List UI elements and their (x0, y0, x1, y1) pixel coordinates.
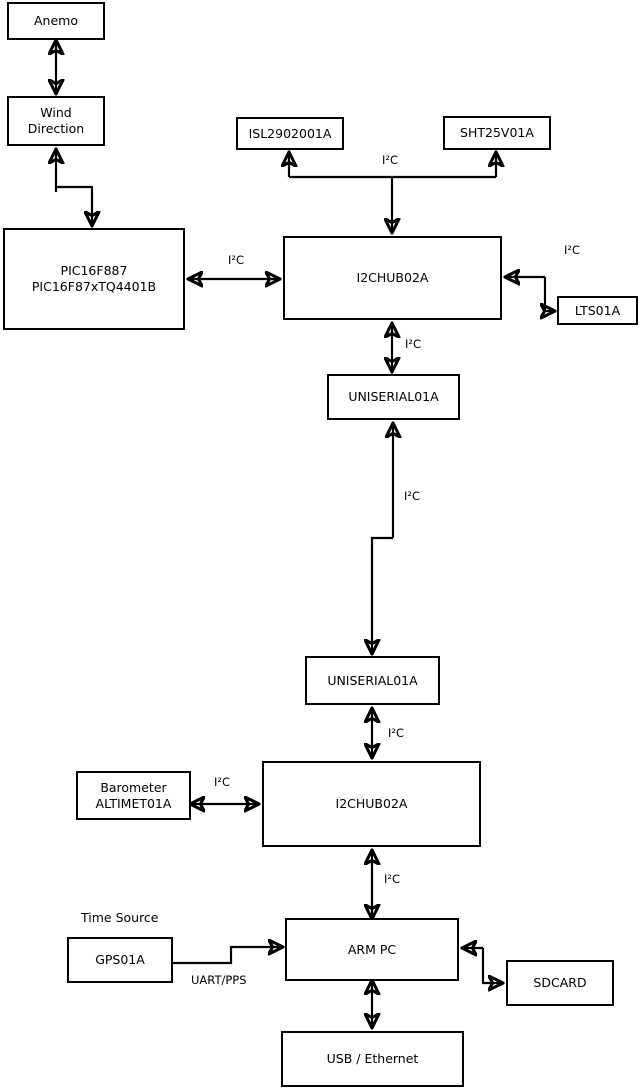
connector-hubtop-lts-body (545, 277, 553, 311)
node-barometer-altimet01a[interactable]: Barometer ALTIMET01A (76, 771, 191, 820)
connector-armpc-sdcard-body (481, 948, 501, 983)
node-lts01a[interactable]: LTS01A (557, 296, 638, 325)
connector-unitop-unibottom-body (372, 536, 393, 652)
edge-label-i2c-hub-lts: I²C (564, 243, 581, 257)
node-usb-ethernet[interactable]: USB / Ethernet (281, 1031, 464, 1087)
edge-label-i2c-uniserial-uniserial: I²C (404, 489, 421, 503)
edge-label-i2c-hub-uniserial: I²C (405, 337, 422, 351)
node-arm-pc[interactable]: ARM PC (285, 918, 459, 981)
connector-wind-pic-body (54, 185, 92, 224)
node-uniserial01a-top[interactable]: UNISERIAL01A (327, 374, 460, 420)
node-wind-direction[interactable]: Wind Direction (7, 96, 105, 146)
node-gps01a[interactable]: GPS01A (67, 937, 173, 983)
edge-label-i2c-hub2-armpc: I²C (384, 872, 401, 886)
edge-label-i2c-sensors-top: I²C (382, 153, 399, 167)
edge-label-i2c-barometer: I²C (214, 775, 231, 789)
connector-gps-armpc (173, 947, 281, 965)
node-isl2902001a[interactable]: ISL2902001A (236, 117, 344, 150)
node-i2chub02a-top[interactable]: I2CHUB02A (283, 236, 502, 320)
node-pic-mcu[interactable]: PIC16F887 PIC16F87xTQ4401B (3, 228, 185, 330)
edge-label-i2c-uniserial-hub2: I²C (388, 726, 405, 740)
edge-label-uart-pps: UART/PPS (191, 973, 247, 987)
label-time-source: Time Source (81, 910, 159, 925)
node-i2chub02a-bottom[interactable]: I2CHUB02A (262, 761, 481, 847)
node-anemo[interactable]: Anemo (7, 2, 105, 40)
node-uniserial01a-bottom[interactable]: UNISERIAL01A (305, 656, 440, 705)
edge-label-i2c-pic-hub: I²C (228, 253, 245, 267)
node-sdcard[interactable]: SDCARD (506, 960, 614, 1006)
node-sht25v01a[interactable]: SHT25V01A (443, 116, 551, 150)
